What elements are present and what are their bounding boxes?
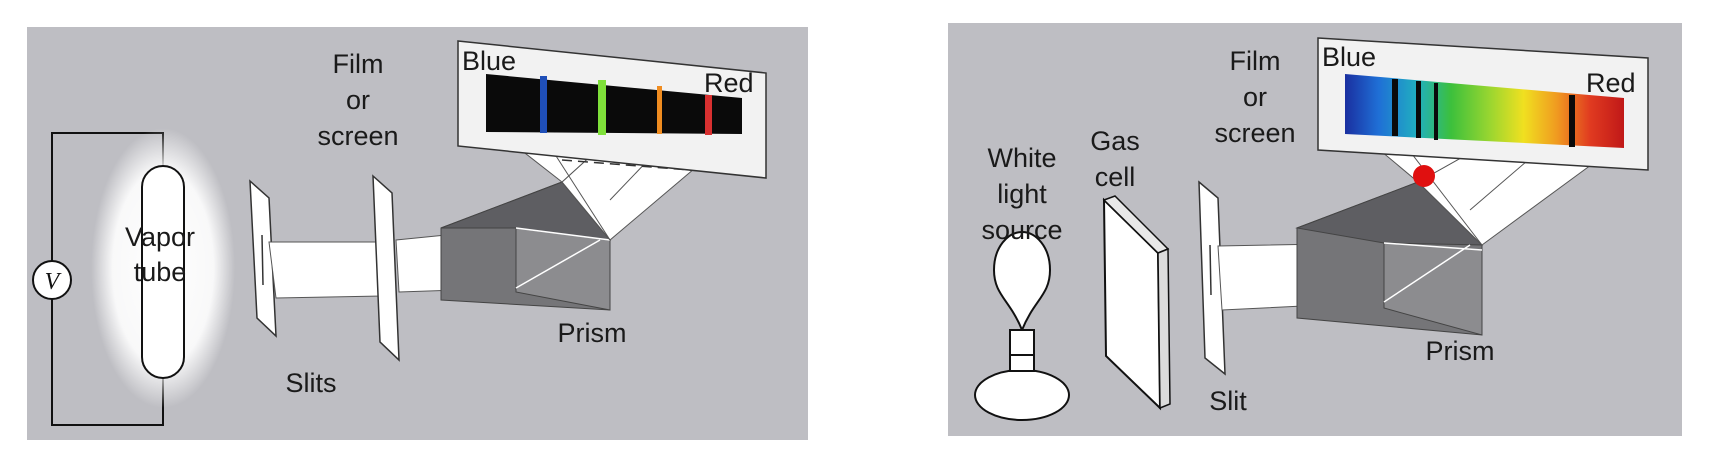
slit-plate bbox=[1198, 180, 1226, 376]
prism-inner-ray bbox=[515, 227, 611, 241]
voltmeter-label: V bbox=[45, 269, 62, 295]
emission-spectrum-strip bbox=[486, 74, 742, 134]
slits-label: Slits bbox=[285, 368, 336, 398]
gas-cell bbox=[1102, 197, 1162, 411]
red-label: Red bbox=[704, 68, 754, 98]
orange-emission-line bbox=[657, 86, 662, 134]
light-beam bbox=[268, 241, 383, 299]
green-emission-line bbox=[598, 80, 606, 135]
white-light-label-line1: White bbox=[987, 143, 1056, 173]
slit-opening bbox=[261, 234, 264, 286]
white-light-label-line2: light bbox=[997, 179, 1047, 209]
light-bulb-icon bbox=[992, 230, 1052, 333]
prism-label: Prism bbox=[1426, 336, 1495, 366]
film-label-line2: or bbox=[346, 85, 370, 115]
film-label-line1: Film bbox=[333, 49, 384, 79]
voltmeter-icon bbox=[32, 260, 72, 300]
absorption-line bbox=[1434, 83, 1438, 140]
absorption-line bbox=[1569, 95, 1575, 147]
blue-emission-line bbox=[540, 76, 547, 133]
film-label-line2: or bbox=[1243, 82, 1267, 112]
film-label-line1: Film bbox=[1230, 46, 1281, 76]
film-label-line3: screen bbox=[1214, 118, 1295, 148]
bulb-base bbox=[974, 369, 1070, 421]
gas-cell-label-line1: Gas bbox=[1090, 126, 1140, 156]
blue-label: Blue bbox=[462, 46, 516, 76]
continuous-spectrum-strip bbox=[1345, 74, 1624, 148]
gas-cell-label-line2: cell bbox=[1095, 162, 1136, 192]
prism-label: Prism bbox=[558, 318, 627, 348]
vapor-tube bbox=[141, 165, 185, 379]
absorption-line bbox=[1416, 81, 1421, 138]
absorption-line bbox=[1392, 79, 1398, 136]
film-label-line3: screen bbox=[317, 121, 398, 151]
red-label: Red bbox=[1586, 68, 1636, 98]
white-light-label-line3: source bbox=[981, 215, 1062, 245]
emission-diagram: V Vapor tube Blue Red bbox=[32, 40, 767, 426]
absorption-marker-dot bbox=[1413, 165, 1435, 187]
second-slit-plate bbox=[372, 174, 400, 362]
dashed-line bbox=[561, 159, 716, 173]
prism-inner-ray bbox=[515, 239, 601, 289]
slit-opening bbox=[1209, 244, 1212, 296]
slit-label: Slit bbox=[1209, 386, 1247, 416]
vapor-tube-label-line2: tube bbox=[134, 257, 187, 287]
blue-label: Blue bbox=[1322, 42, 1376, 72]
vapor-tube-label-line1: Vapor bbox=[125, 222, 195, 252]
absorption-diagram: Blue Red White light source Gas cell Fil… bbox=[974, 37, 1649, 421]
red-emission-line bbox=[705, 95, 712, 135]
